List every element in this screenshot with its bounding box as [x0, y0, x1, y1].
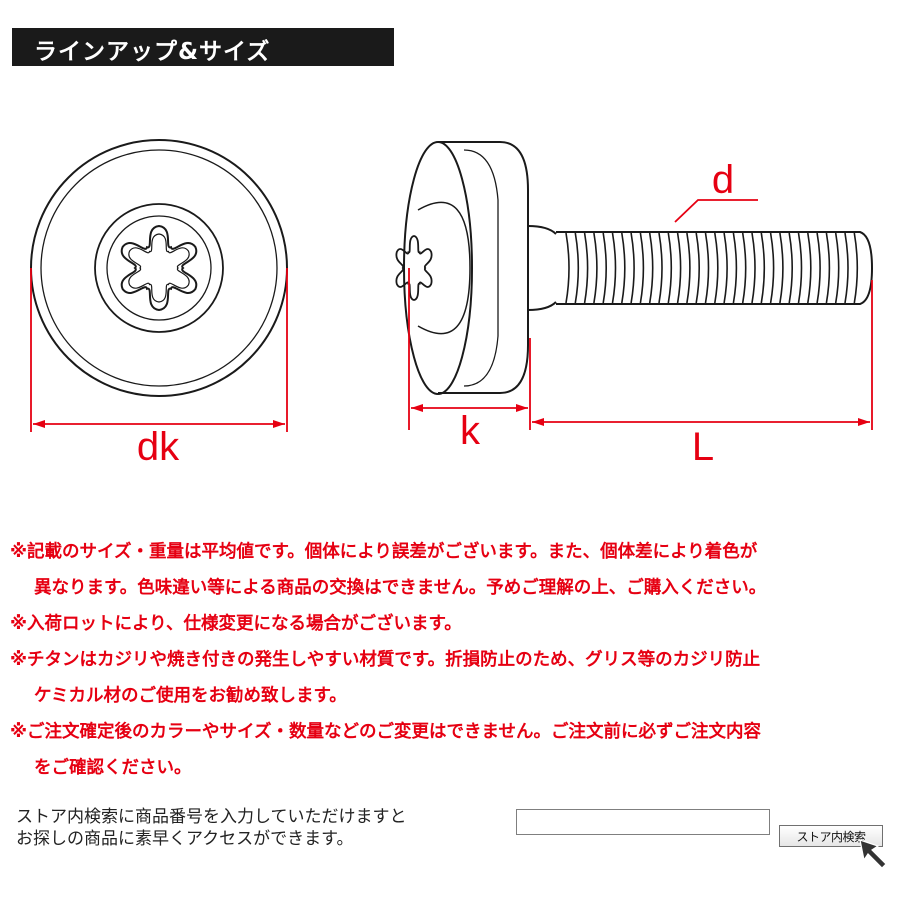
thread-line	[667, 232, 673, 304]
thread-line	[630, 232, 635, 304]
thread-line	[723, 232, 728, 304]
flange-face-ellipse	[403, 141, 473, 395]
thread-line	[751, 232, 756, 304]
thread-line	[583, 232, 589, 304]
socket-rim-circle	[106, 215, 212, 321]
thread-line	[565, 232, 570, 304]
thread-lines	[565, 232, 859, 304]
note-item: ※入荷ロットにより、仕様変更になる場合がございます。	[10, 606, 895, 642]
notes-list: ※記載のサイズ・重量は平均値です。個体により誤差がございます。また、個体差により…	[10, 534, 895, 786]
flange-outer-circle	[30, 139, 288, 397]
thread-line	[611, 232, 617, 304]
thread-line	[676, 232, 682, 304]
dk-arrow-right-icon	[273, 420, 285, 428]
d-label: d	[712, 158, 734, 202]
thread-line	[732, 232, 738, 304]
note-line: 異なります。色味違い等による商品の交換はできません。予めご理解の上、ご購入くださ…	[34, 578, 767, 598]
search-help-text: ストア内検索に商品番号を入力していただけますと お探しの商品に素早くアクセスがで…	[16, 806, 407, 850]
note-line: をご確認ください。	[34, 758, 192, 778]
thread-line	[639, 232, 645, 304]
thread-line	[779, 232, 784, 304]
note-item: ※記載のサイズ・重量は平均値です。個体により誤差がございます。また、個体差により…	[10, 534, 895, 606]
section-header: ラインアップ&サイズ	[12, 28, 394, 66]
shaft-outline	[556, 231, 874, 305]
dk-arrow-left-icon	[33, 420, 45, 428]
k-arrow-right-icon	[516, 404, 528, 412]
thread-line	[648, 232, 654, 304]
note-line: ※チタンはカジリや焼き付きの発生しやすい材質です。折損防止のため、グリス等のカジ…	[10, 650, 761, 670]
thread-line	[593, 232, 598, 304]
thread-line	[807, 232, 812, 304]
thread-line	[704, 232, 710, 304]
thread-line	[621, 232, 626, 304]
thread-line	[602, 232, 607, 304]
section-title: ラインアップ&サイズ	[34, 39, 271, 65]
dimension-lines	[30, 199, 873, 432]
thread-line	[825, 232, 831, 304]
dk-label: dk	[137, 425, 180, 469]
bolt-side-view	[395, 141, 874, 395]
neck-outline	[527, 225, 557, 311]
flange-outline	[438, 141, 529, 394]
thread-line	[816, 232, 821, 304]
bolt-front-view	[30, 139, 288, 397]
store-search-button[interactable]: ストア内検索	[779, 825, 883, 847]
thread-line	[853, 232, 859, 304]
cursor-arrow-icon	[859, 839, 887, 869]
search-help-line-2: お探しの商品に素早くアクセスができます。	[16, 829, 354, 849]
thread-line	[844, 232, 849, 304]
dome-head-outline	[417, 201, 471, 335]
thread-line	[741, 232, 747, 304]
L-label: L	[692, 425, 714, 469]
store-search-input[interactable]	[516, 809, 770, 835]
thread-line	[797, 232, 803, 304]
thread-line	[574, 232, 580, 304]
k-label: k	[460, 409, 481, 453]
note-line: ケミカル材のご使用をお勧め致します。	[34, 686, 347, 706]
thread-line	[760, 232, 766, 304]
bolt-dimension-diagram: dk k L d	[30, 139, 874, 469]
flange-edge-line	[463, 149, 499, 387]
L-arrow-right-icon	[858, 418, 870, 426]
note-item: ※チタンはカジリや焼き付きの発生しやすい材質です。折損防止のため、グリス等のカジ…	[10, 642, 895, 714]
note-line: ※入荷ロットにより、仕様変更になる場合がございます。	[10, 614, 462, 634]
search-help-line-1: ストア内検索に商品番号を入力していただけますと	[16, 807, 407, 827]
thread-line	[834, 232, 840, 304]
head-circle	[94, 203, 224, 333]
d-leader-line	[674, 199, 758, 223]
thread-line	[769, 232, 775, 304]
note-line: ※記載のサイズ・重量は平均値です。個体により誤差がございます。また、個体差により…	[10, 542, 758, 562]
L-arrow-left-icon	[532, 418, 544, 426]
torx-socket-inner-icon	[128, 233, 190, 303]
thread-line	[686, 232, 691, 304]
flange-inner-circle	[40, 149, 278, 387]
thread-line	[695, 232, 700, 304]
note-item: ※ご注文確定後のカラーやサイズ・数量などのご変更はできません。ご注文前に必ずご注…	[10, 714, 895, 786]
thread-line	[714, 232, 719, 304]
thread-line	[788, 232, 793, 304]
thread-line	[658, 232, 663, 304]
torx-socket-icon	[120, 224, 198, 312]
k-arrow-left-icon	[411, 404, 423, 412]
torx-socket-side-icon	[395, 235, 433, 301]
note-line: ※ご注文確定後のカラーやサイズ・数量などのご変更はできません。ご注文前に必ずご注…	[10, 722, 761, 742]
